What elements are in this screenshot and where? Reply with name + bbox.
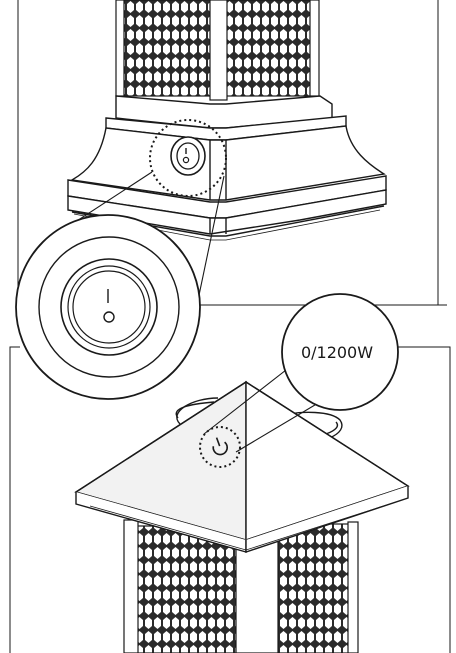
power-touch-icon xyxy=(199,426,241,468)
switch-highlight-circle xyxy=(149,119,227,197)
bottom-leader-lines xyxy=(203,369,331,453)
bottom-panel-frame xyxy=(9,346,451,653)
switch-zoom-bubble xyxy=(15,214,201,400)
power-label-bubble: 0/1200W xyxy=(281,293,399,411)
power-highlight-circle xyxy=(199,426,241,468)
power-rating-label: 0/1200W xyxy=(301,343,373,362)
bottom-panel xyxy=(9,346,451,653)
rocker-switch-icon xyxy=(103,289,115,323)
rocker-switch-icon xyxy=(149,119,227,197)
heater-column-lower xyxy=(115,0,320,101)
